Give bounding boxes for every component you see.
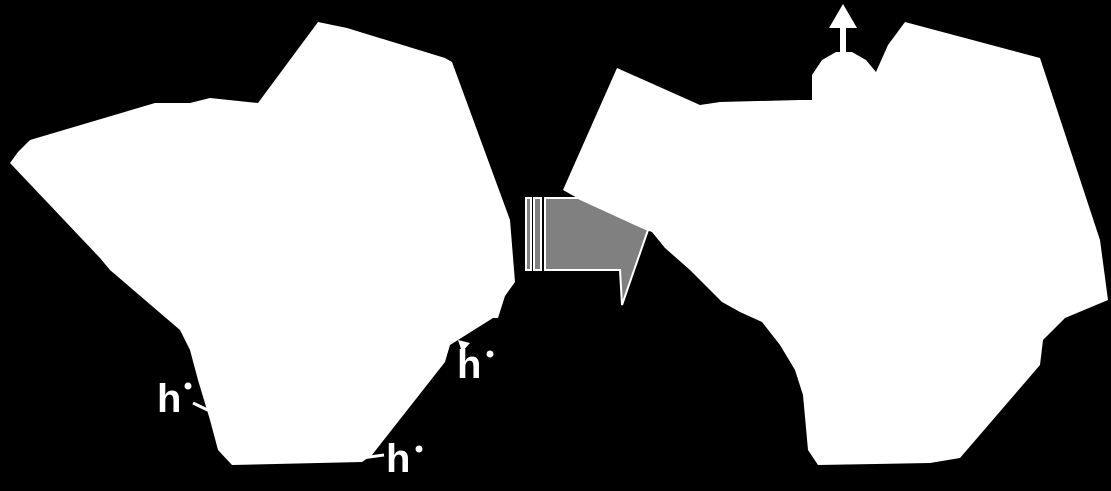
h-label-group-2: h — [457, 343, 494, 387]
arrow-body — [544, 197, 650, 306]
h-label-1: h — [157, 377, 181, 421]
h-label-2-dot — [486, 350, 494, 358]
left-shape-notch-1 — [458, 340, 470, 352]
h-label-group-3: h — [354, 437, 423, 481]
left-panel — [10, 22, 515, 465]
h-labels: h h h — [157, 343, 494, 481]
right-white-shape — [563, 22, 1108, 465]
h-label-3-leader-line — [354, 453, 385, 461]
up-arrow-shaft — [840, 25, 846, 57]
h-label-1-leader-line — [192, 401, 217, 416]
up-arrow-head — [829, 4, 857, 28]
left-white-shape — [10, 22, 515, 465]
process-arrow — [525, 197, 650, 306]
arrow-bar-2 — [533, 197, 542, 271]
right-panel — [563, 22, 1108, 465]
up-arrow — [829, 4, 857, 57]
h-label-group-1: h — [157, 377, 217, 421]
h-label-3-dot — [415, 445, 423, 453]
h-label-2: h — [457, 343, 481, 387]
h-label-3: h — [386, 437, 410, 481]
arrow-bar-1 — [525, 197, 532, 271]
h-label-1-dot — [184, 382, 192, 390]
